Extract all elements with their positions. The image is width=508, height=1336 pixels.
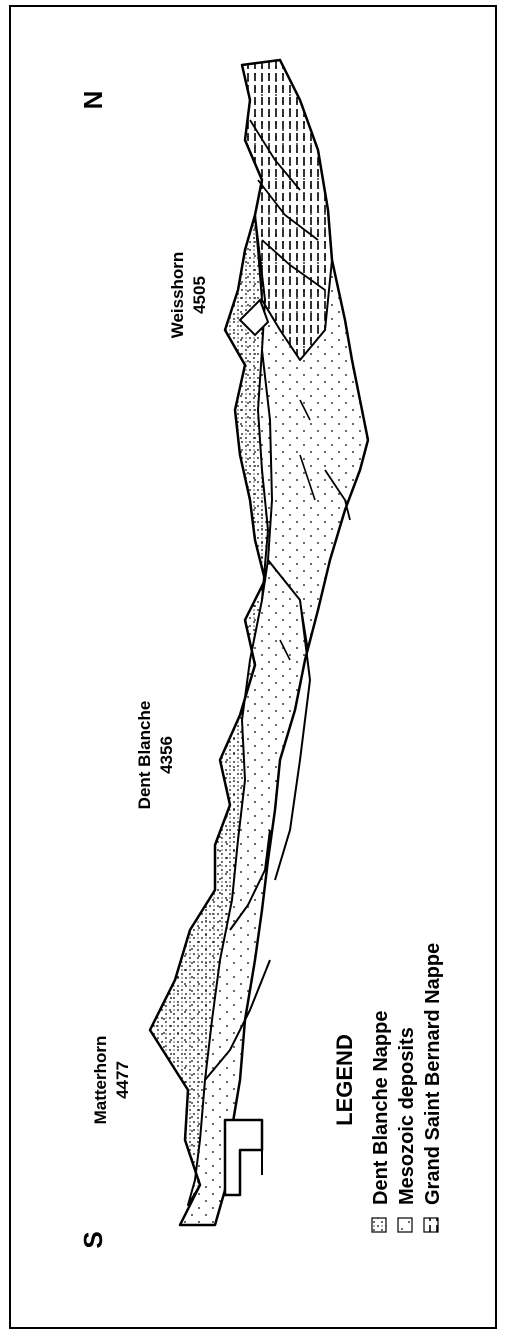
peak-name: Weisshorn — [168, 252, 187, 339]
legend-label-mesozoic: Mesozoic deposits — [396, 1027, 418, 1205]
legend-title: LEGEND — [332, 1034, 357, 1126]
structure-block — [225, 1120, 262, 1195]
legend: LEGEND Dent Blanche Nappe Mesozoic depos… — [332, 943, 444, 1232]
north-label: N — [78, 91, 108, 110]
peak-name: Matterhorn — [91, 1036, 110, 1125]
legend-swatch-dent-blanche — [372, 1218, 386, 1232]
legend-label-dent-blanche: Dent Blanche Nappe — [370, 1011, 392, 1205]
peak-elevation: 4505 — [190, 276, 209, 314]
peak-dent-blanche: Dent Blanche 4356 — [135, 701, 176, 810]
peak-elevation: 4477 — [113, 1061, 132, 1099]
peak-elevation: 4356 — [157, 736, 176, 774]
legend-swatch-mesozoic — [398, 1218, 412, 1232]
peak-name: Dent Blanche — [135, 701, 154, 810]
peak-matterhorn: Matterhorn 4477 — [91, 1036, 132, 1125]
legend-swatch-grand-saint-bernard — [424, 1218, 438, 1232]
south-label: S — [78, 1231, 108, 1248]
legend-label-grand-saint-bernard: Grand Saint Bernard Nappe — [422, 943, 444, 1205]
peak-weisshorn: Weisshorn 4505 — [168, 252, 209, 339]
grand-saint-bernard-nappe-layer — [240, 60, 332, 360]
